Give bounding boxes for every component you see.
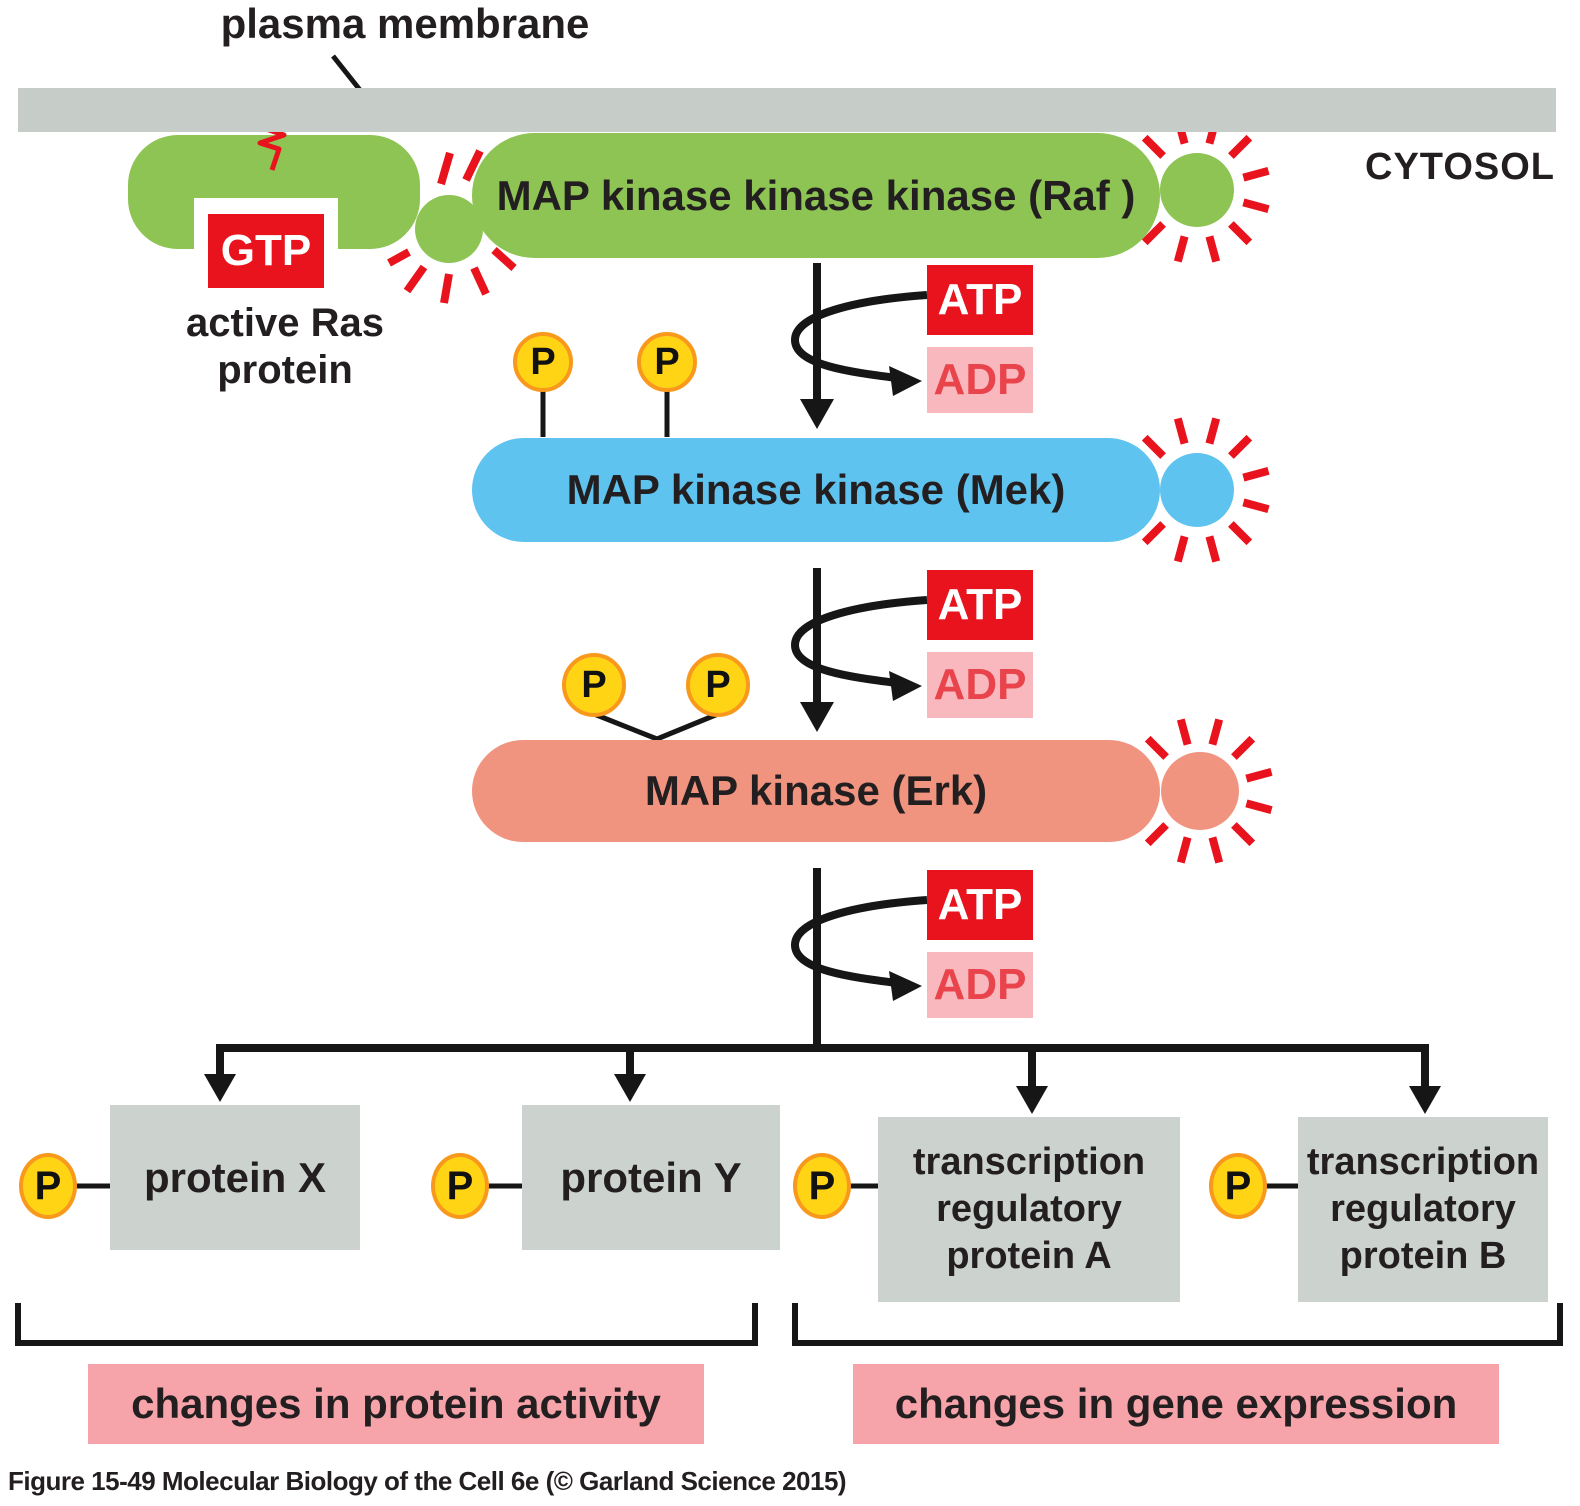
plasma-membrane-label: plasma membrane [220, 0, 590, 47]
raf-kinase-label: MAP kinase kinase kinase (Raf ) [496, 171, 1136, 219]
phosphate-badge: P [1209, 1153, 1267, 1219]
active-ras-label: active Ras protein [118, 300, 452, 394]
mek-kinase-label: MAP kinase kinase (Mek) [566, 466, 1066, 513]
phosphate-badge: P [19, 1153, 77, 1219]
plasma-membrane-pointer-line [331, 54, 362, 92]
raf-kinase-bar: MAP kinase kinase kinase (Raf ) [472, 133, 1160, 258]
erk-activity-burst-icon [1144, 718, 1273, 864]
atp-badge: ATP [927, 570, 1033, 640]
mek-knob [1160, 453, 1234, 527]
outcome-gene-expression: changes in gene expression [853, 1364, 1499, 1444]
mek-kinase-bar: MAP kinase kinase (Mek) [472, 438, 1160, 542]
target-trp-b-box: transcription regulatory protein B [1298, 1117, 1548, 1302]
phosphate-badge: P [686, 653, 750, 717]
phosphate-v-stem [593, 711, 719, 742]
raf-to-mek-arrow [800, 263, 834, 429]
target-trp-b-label: transcription regulatory protein B [1306, 1140, 1540, 1278]
phosphate-badge: P [637, 332, 697, 392]
outcome-gene-expression-label: changes in gene expression [894, 1380, 1458, 1427]
figure-caption: Figure 15-49 Molecular Biology of the Ce… [8, 1466, 847, 1496]
phosphate-badge: P [793, 1153, 851, 1219]
target-protein-x-label: protein X [143, 1153, 326, 1201]
phosphate-badge: P [431, 1153, 489, 1219]
outcome-protein-activity: changes in protein activity [88, 1364, 704, 1444]
gene-expression-bracket [792, 1303, 1563, 1346]
phosphate-badge: P [562, 653, 626, 717]
adp-badge: ADP [927, 652, 1033, 718]
atp-badge: ATP [927, 265, 1033, 335]
ras-knob [415, 195, 483, 263]
target-trp-a-label: transcription regulatory protein A [912, 1140, 1146, 1278]
cytosol-label: CYTOSOL [1365, 146, 1555, 188]
target-protein-x-box: protein X [110, 1105, 360, 1250]
target-protein-y-label: protein Y [560, 1153, 742, 1201]
atp-badge: ATP [927, 870, 1033, 940]
target-branch-arrows [204, 1044, 1441, 1114]
phosphate-badge: P [513, 332, 573, 392]
adp-badge: ADP [927, 952, 1033, 1018]
active-ras-label-line1: active Ras [186, 301, 384, 345]
atp-adp-arrow-2 [790, 596, 928, 701]
active-ras-label-line2: protein [217, 348, 353, 393]
mek-to-erk-arrow [800, 568, 834, 732]
mek-activity-burst-icon [1141, 417, 1270, 563]
erk-kinase-bar: MAP kinase (Erk) [472, 740, 1160, 842]
gtp-badge: GTP [208, 214, 324, 288]
outcome-protein-activity-label: changes in protein activity [131, 1380, 661, 1427]
atp-adp-arrow-3 [790, 896, 928, 1001]
adp-badge: ADP [927, 347, 1033, 413]
target-protein-y-box: protein Y [522, 1105, 780, 1250]
atp-adp-arrow-1 [790, 291, 928, 396]
raf-knob [1160, 153, 1234, 227]
target-trp-a-box: transcription regulatory protein A [878, 1117, 1180, 1302]
erk-knob [1161, 752, 1239, 830]
ras-junction-burst-icon [387, 149, 517, 304]
erk-kinase-label: MAP kinase (Erk) [644, 767, 988, 814]
plasma-membrane-bar [18, 88, 1556, 132]
protein-activity-bracket [15, 1303, 758, 1346]
